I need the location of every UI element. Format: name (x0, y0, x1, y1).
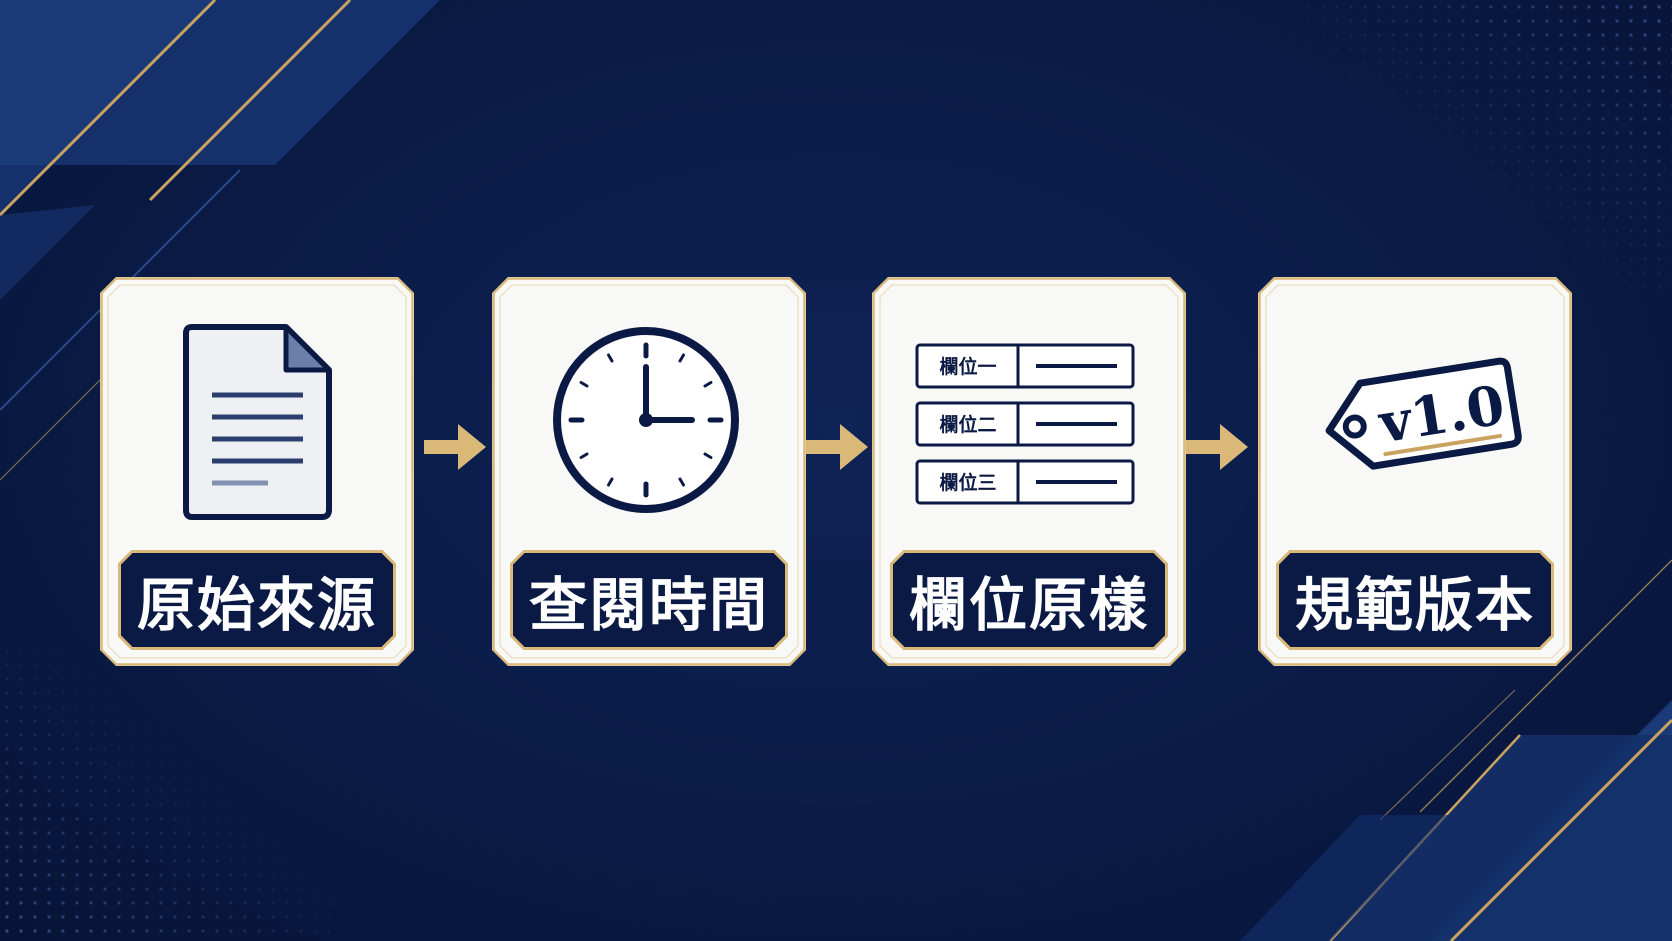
form-field-row: 欄位二 (917, 403, 1133, 445)
step-label-box: 欄位原樣 (890, 550, 1168, 650)
form-fields-icon: 欄位一 欄位二 欄位三 (872, 277, 1186, 547)
document-icon (100, 277, 414, 547)
step-label-box: 查閱時間 (510, 550, 788, 650)
step-label-box: 原始來源 (118, 550, 396, 650)
step-card-version: v1.0 規範版本 (1258, 277, 1572, 666)
form-field-row: 欄位三 (917, 461, 1133, 503)
step-label: 原始來源 (136, 571, 377, 639)
step-card-source: 原始來源 (100, 277, 414, 666)
step-label: 欄位原樣 (908, 571, 1149, 639)
arrow-right-icon (806, 424, 868, 470)
clock-icon (492, 277, 806, 547)
form-field-row: 欄位一 (917, 345, 1133, 387)
step-card-fields: 欄位一 欄位二 欄位三 欄位原樣 (872, 277, 1186, 666)
step-label: 規範版本 (1294, 571, 1535, 639)
step-card-time: 查閱時間 (492, 277, 806, 666)
arrow-right-icon (424, 424, 486, 470)
version-tag-icon: v1.0 (1258, 277, 1572, 547)
step-label-box: 規範版本 (1276, 550, 1554, 650)
step-label: 查閱時間 (528, 571, 769, 639)
field-label: 欄位二 (939, 413, 996, 436)
field-label: 欄位三 (939, 471, 996, 494)
arrow-right-icon (1186, 424, 1248, 470)
field-label: 欄位一 (939, 355, 996, 378)
